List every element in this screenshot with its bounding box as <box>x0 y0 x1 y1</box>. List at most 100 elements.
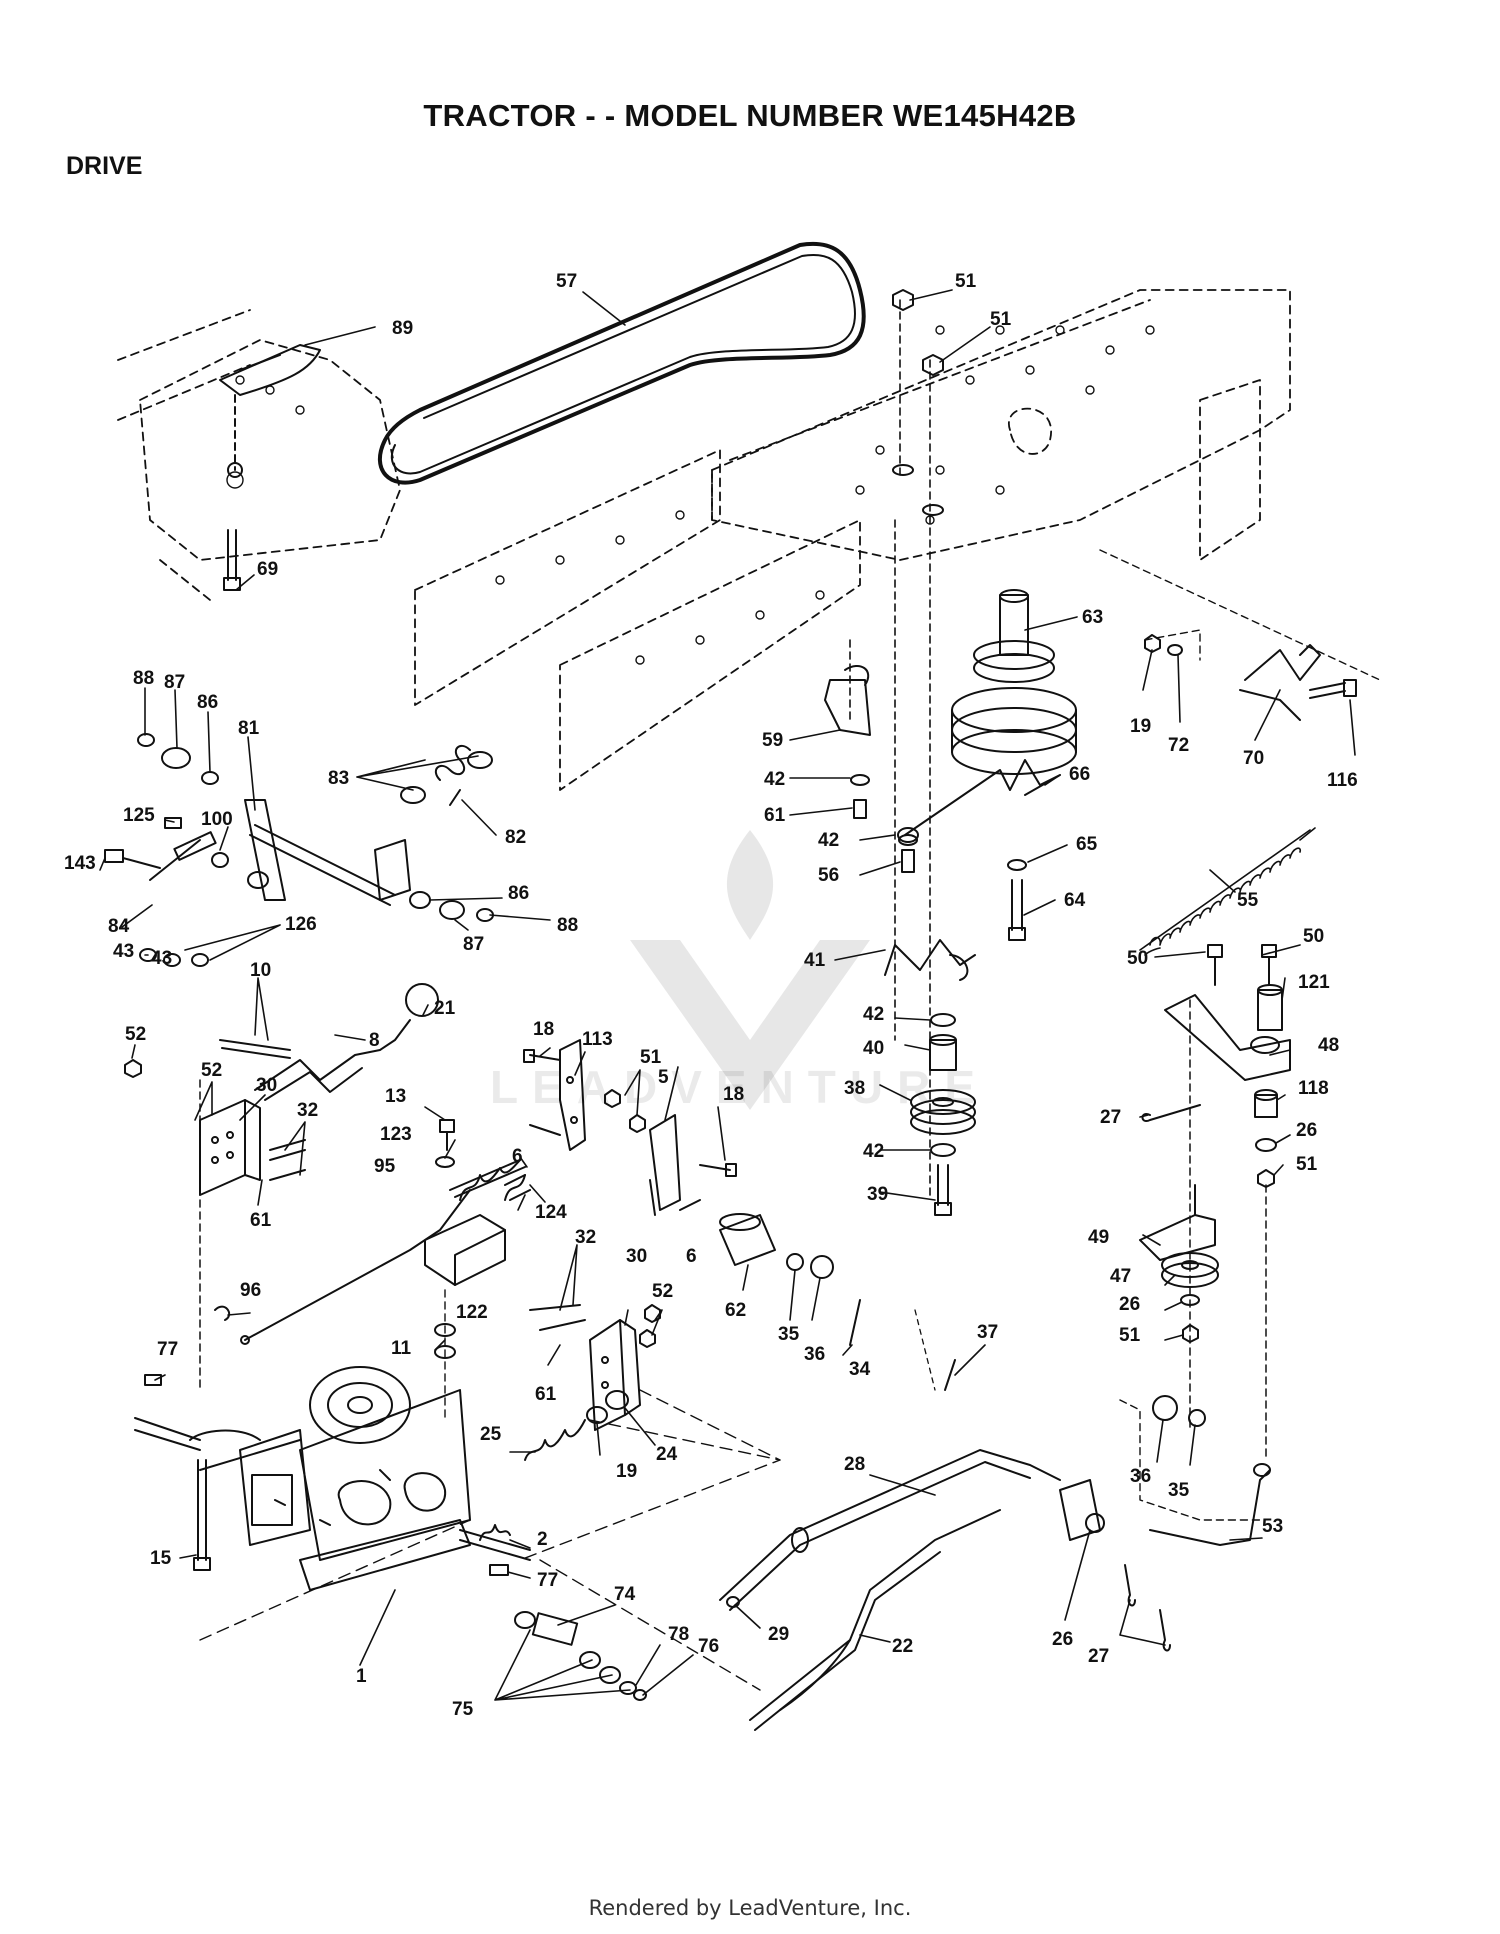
callout-1: 1 <box>356 1666 367 1687</box>
callout-50: 50 <box>1303 926 1324 947</box>
bracket-30-right <box>589 1319 641 1431</box>
callout-122: 122 <box>456 1302 488 1323</box>
pulley-38 <box>910 1089 976 1135</box>
callout-10: 10 <box>250 960 271 981</box>
callout-116: 116 <box>1327 770 1358 791</box>
bolt-116 <box>1309 679 1357 699</box>
pins-27-b <box>1124 1564 1171 1652</box>
callout-77: 77 <box>157 1339 178 1360</box>
callout-61: 61 <box>535 1384 557 1405</box>
bolts-50 <box>1207 944 1277 986</box>
callout-74: 74 <box>614 1584 636 1605</box>
callout-24: 24 <box>656 1444 678 1465</box>
callout-48: 48 <box>1318 1035 1339 1056</box>
spacer-40 <box>929 1034 957 1071</box>
pin-27-a <box>1141 1104 1201 1123</box>
callout-19: 19 <box>1130 716 1151 737</box>
callout-labels: 57 51 51 89 69 63 19 72 70 116 88 87 86 … <box>64 271 1358 1720</box>
spacer-121 <box>1257 984 1283 1031</box>
callout-81: 81 <box>238 718 260 739</box>
footer-credit: Rendered by LeadVenture, Inc. <box>588 1896 912 1920</box>
page-title: TRACTOR - - MODEL NUMBER WE145H42B <box>423 98 1077 133</box>
callout-84: 84 <box>108 916 130 937</box>
callout-126: 126 <box>285 914 317 935</box>
callout-52: 52 <box>125 1024 146 1045</box>
spring-55 <box>1139 827 1316 956</box>
callout-88: 88 <box>557 915 578 936</box>
callout-47: 47 <box>1110 1266 1131 1287</box>
callout-35: 35 <box>1168 1480 1190 1501</box>
callout-82: 82 <box>505 827 526 848</box>
bracket-30-left <box>199 1099 261 1196</box>
spring-25 <box>524 1419 586 1461</box>
center-shaft-guides <box>849 299 931 1201</box>
callout-36: 36 <box>1130 1466 1151 1487</box>
spring-82 <box>434 744 471 806</box>
callout-19: 19 <box>616 1461 637 1482</box>
washers-36-35-right <box>1152 1395 1206 1427</box>
bracket-59 <box>824 665 871 736</box>
callout-55: 55 <box>1237 890 1259 911</box>
tractor-frame <box>117 289 1291 791</box>
bolts-6 <box>529 1124 701 1211</box>
axle-parts <box>514 1611 647 1701</box>
callout-51: 51 <box>955 271 977 292</box>
callout-76: 76 <box>698 1636 719 1657</box>
rod-22 <box>749 1509 1001 1731</box>
callout-65: 65 <box>1076 834 1098 855</box>
callout-15: 15 <box>150 1548 172 1569</box>
callout-124: 124 <box>535 1202 567 1223</box>
callout-51: 51 <box>990 309 1012 330</box>
callout-87: 87 <box>463 934 484 955</box>
callout-64: 64 <box>1064 890 1086 911</box>
callout-22: 22 <box>892 1636 913 1657</box>
spring-2 <box>479 1524 511 1541</box>
callout-25: 25 <box>480 1424 502 1445</box>
callout-62: 62 <box>725 1300 746 1321</box>
right-vertical-guides <box>1189 999 1267 1461</box>
callout-69: 69 <box>257 559 278 580</box>
callout-51: 51 <box>1119 1325 1141 1346</box>
callout-59: 59 <box>762 730 783 751</box>
nut-52-a <box>124 1059 142 1078</box>
rod-28 <box>719 1449 1061 1611</box>
bolt-13 <box>439 1119 455 1151</box>
shift-rod-8 <box>254 1019 411 1101</box>
bolts-32-mid <box>529 1304 586 1331</box>
washer-42-d <box>930 1143 956 1157</box>
callout-123: 123 <box>380 1124 412 1145</box>
callout-26: 26 <box>1119 1294 1140 1315</box>
callout-63: 63 <box>1082 607 1103 628</box>
callout-52: 52 <box>201 1060 222 1081</box>
bolt-64 <box>1008 879 1026 941</box>
callout-83: 83 <box>328 768 349 789</box>
callout-96: 96 <box>240 1280 261 1301</box>
callout-57: 57 <box>556 271 577 292</box>
frame-holes <box>226 325 1155 665</box>
callout-70: 70 <box>1243 748 1264 769</box>
section-title: DRIVE <box>66 152 143 180</box>
right-low-guides <box>1119 1399 1261 1521</box>
bolt-69 <box>223 529 241 591</box>
bracket-89 <box>219 344 321 478</box>
line-34 <box>849 1299 861 1346</box>
bracket-113 <box>559 1039 586 1151</box>
washers-11 <box>434 1323 456 1359</box>
washer-26-b <box>1180 1294 1200 1306</box>
callout-2: 2 <box>537 1529 548 1550</box>
callout-36: 36 <box>804 1344 825 1365</box>
leadventure-watermark-icon <box>630 830 870 1110</box>
spacer-118 <box>1254 1089 1278 1118</box>
callout-118: 118 <box>1298 1078 1329 1099</box>
washer-65 <box>1007 859 1027 871</box>
nuts-51-top <box>892 289 944 516</box>
callout-28: 28 <box>844 1454 865 1475</box>
bolts-32-left <box>269 1139 306 1181</box>
bolt-56 <box>901 849 915 873</box>
callout-61: 61 <box>764 805 786 826</box>
callout-18: 18 <box>533 1019 554 1040</box>
bracket-122 <box>424 1214 506 1286</box>
center-dashes <box>914 1309 936 1391</box>
callout-40: 40 <box>863 1038 884 1059</box>
